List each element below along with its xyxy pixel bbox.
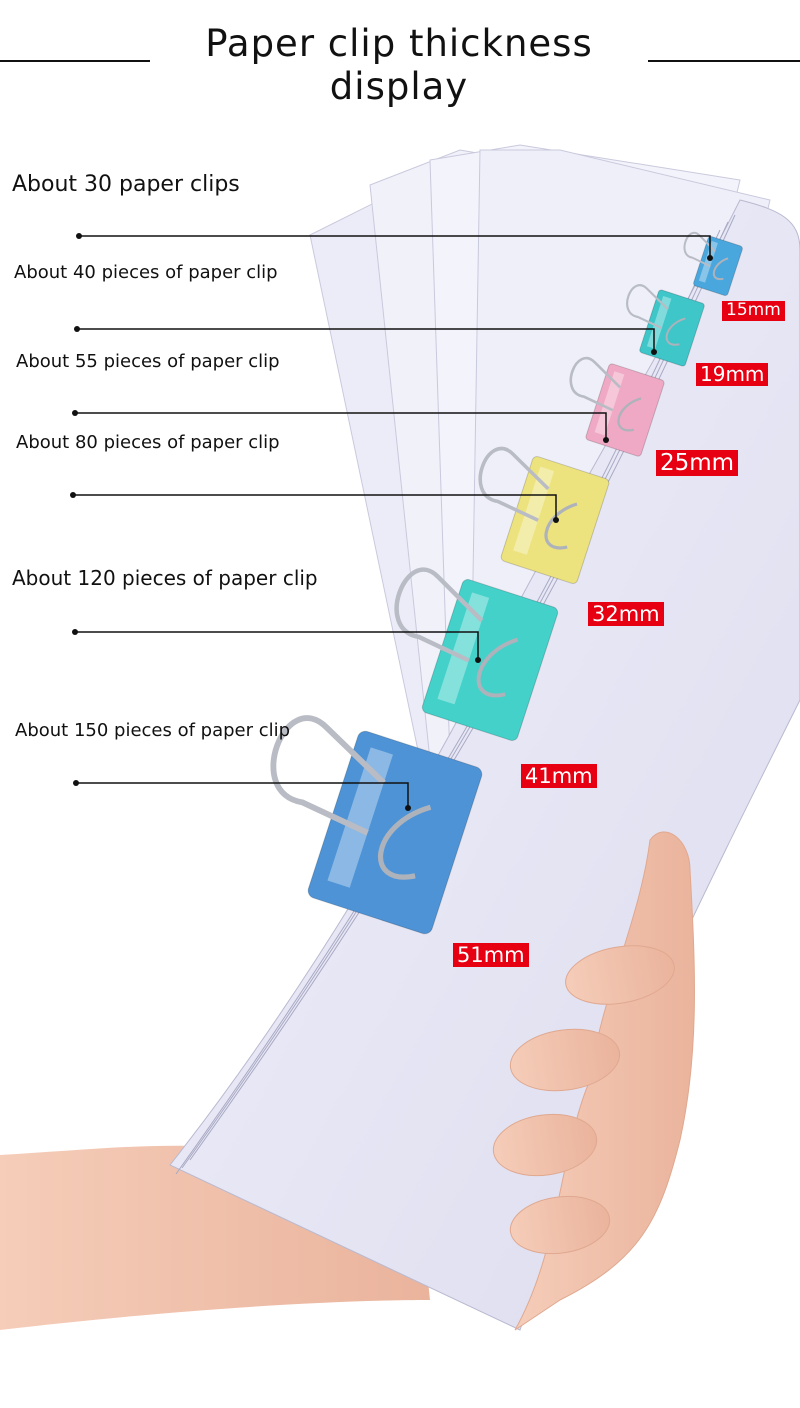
binder-clips — [270, 231, 743, 935]
clip-wire-handle-front — [378, 804, 432, 880]
clip-highlight — [437, 592, 490, 705]
leader-line — [79, 235, 711, 258]
clip-highlight — [698, 241, 718, 283]
title-rule-right — [648, 60, 800, 62]
leader-dot — [76, 233, 82, 239]
leader-lines — [70, 233, 713, 811]
leader-dot — [74, 326, 80, 332]
clip-wire-handle-front — [617, 397, 642, 432]
clip-body — [693, 235, 743, 297]
caption-30-clips: About 30 paper clips — [12, 172, 240, 197]
clip-highlight — [594, 371, 625, 436]
clip-wire-handle — [478, 446, 550, 522]
leader-line — [73, 494, 557, 520]
size-tag-25mm: 25mm — [656, 450, 739, 477]
clip-wire-handle-front — [665, 317, 686, 346]
clip-body — [421, 579, 559, 741]
page-header: Paper clip thickness display — [0, 0, 800, 108]
leader-line — [76, 782, 409, 808]
leader-dot — [553, 517, 559, 523]
page-title: Paper clip thickness display — [205, 22, 593, 108]
title-rule-left — [0, 60, 150, 62]
caption-40-clips: About 40 pieces of paper clip — [14, 262, 278, 283]
caption-55-clips: About 55 pieces of paper clip — [16, 351, 280, 372]
caption-150-clips: About 150 pieces of paper clip — [15, 720, 291, 741]
clip-wire-handle — [683, 231, 716, 268]
paper-stack — [169, 199, 800, 1331]
clip-wire-handle — [569, 356, 622, 412]
clip-wire-handle — [626, 284, 669, 330]
binder-clip-41mm — [394, 567, 559, 741]
fingers — [492, 945, 675, 1255]
leader-line — [75, 412, 607, 440]
leader-line — [75, 631, 479, 660]
leader-dot — [651, 349, 657, 355]
clip-body — [307, 730, 483, 935]
clip-wire-handle-front — [544, 502, 578, 550]
leader-line — [77, 328, 655, 352]
leader-dot — [475, 657, 481, 663]
clip-wire-handle-front — [712, 257, 729, 281]
clip-body — [639, 289, 705, 367]
size-tag-51mm: 51mm — [453, 943, 529, 968]
caption-120-clips: About 120 pieces of paper clip — [12, 566, 318, 590]
size-tag-15mm: 15mm — [722, 300, 785, 321]
leader-dot — [70, 492, 76, 498]
size-tag-19mm: 19mm — [696, 363, 769, 386]
binder-clip-15mm — [683, 231, 743, 297]
leader-dot — [72, 410, 78, 416]
caption-80-clips: About 80 pieces of paper clip — [16, 432, 280, 453]
binder-clip-19mm — [626, 284, 705, 367]
size-tag-41mm: 41mm — [521, 764, 597, 789]
clip-wire-handle — [270, 715, 386, 836]
clip-highlight — [513, 466, 555, 555]
size-tag-32mm: 32mm — [588, 602, 664, 627]
clip-wire-handle — [394, 567, 484, 663]
leader-dot — [405, 805, 411, 811]
leader-dot — [603, 437, 609, 443]
leader-dot — [73, 780, 79, 786]
clip-wire-handle-front — [476, 637, 519, 698]
clip-highlight — [646, 296, 672, 349]
leader-dot — [707, 255, 713, 261]
leader-dot — [72, 629, 78, 635]
